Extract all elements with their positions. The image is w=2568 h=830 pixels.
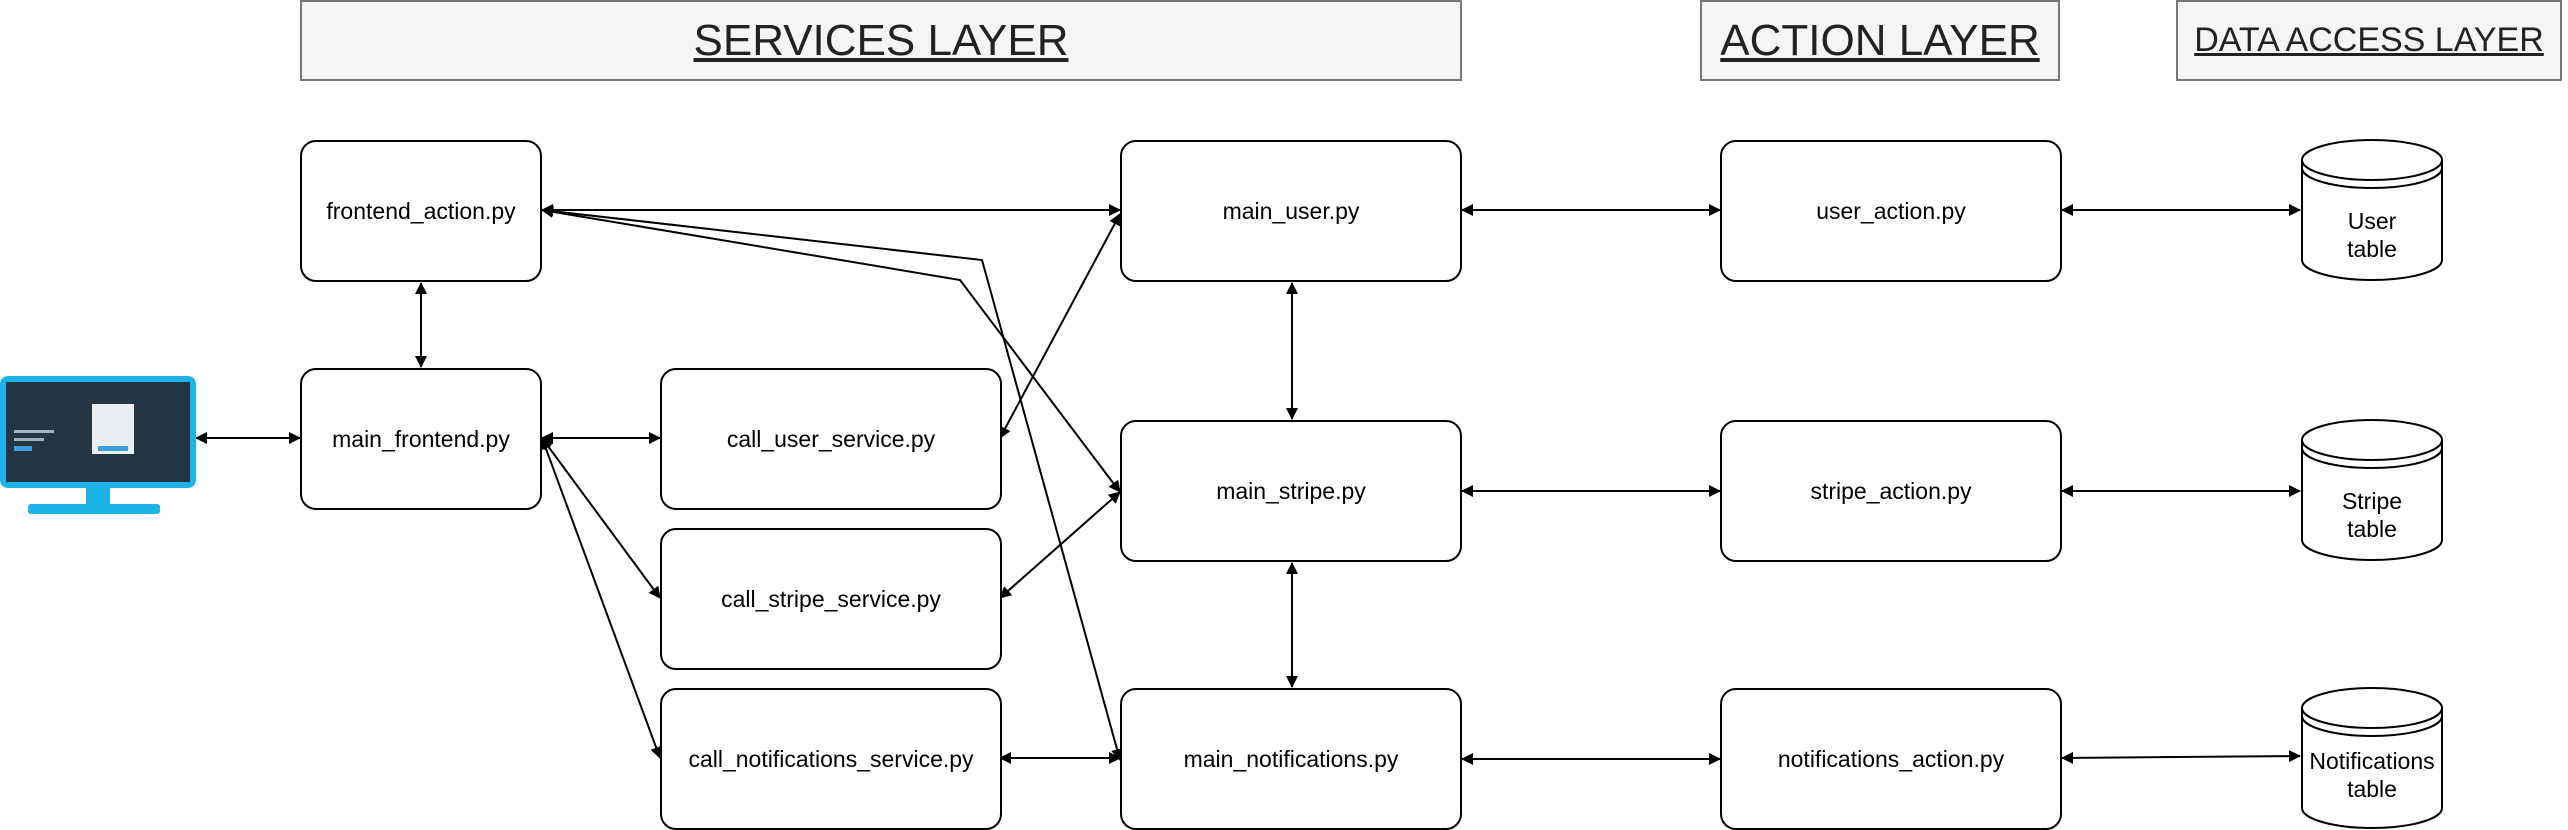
user-table-label: User table	[2302, 207, 2442, 263]
node-call-user-service: call_user_service.py	[660, 368, 1002, 510]
node-call-notifications-service: call_notifications_service.py	[660, 688, 1002, 830]
data-access-layer-header: DATA ACCESS LAYER	[2176, 0, 2562, 81]
stripe-table-db-icon	[2301, 419, 2443, 561]
edge-main-frontend-call-notifications	[540, 437, 662, 759]
node-stripe-action: stripe_action.py	[1720, 420, 2062, 562]
stripe-table-label: Stripe table	[2302, 487, 2442, 543]
user-table-line2: table	[2347, 236, 2397, 262]
services-layer-title: SERVICES LAYER	[693, 15, 1069, 65]
stripe-table-line2: table	[2347, 516, 2397, 542]
action-layer-title: ACTION LAYER	[1720, 15, 2040, 65]
node-frontend-action: frontend_action.py	[300, 140, 542, 282]
node-user-action: user_action.py	[1720, 140, 2062, 282]
connectors	[195, 204, 2301, 765]
edge-call-stripe-main-stripe	[999, 491, 1121, 599]
node-main-frontend: main_frontend.py	[300, 368, 542, 510]
node-main-notifications: main_notifications.py	[1120, 688, 1462, 830]
services-layer-header: SERVICES LAYER	[300, 0, 1462, 81]
node-main-stripe: main_stripe.py	[1120, 420, 1462, 562]
action-layer-header: ACTION LAYER	[1700, 0, 2060, 81]
notifications-table-line2: table	[2347, 776, 2397, 802]
user-table-line1: User	[2347, 208, 2397, 234]
notifications-table-label: Notifications table	[2296, 747, 2448, 803]
edge-main-frontend-call-stripe	[541, 437, 661, 599]
stripe-table-line1: Stripe	[2341, 488, 2403, 514]
monitor-icon	[0, 376, 196, 514]
node-call-stripe-service: call_stripe_service.py	[660, 528, 1002, 670]
node-notifications-action: notifications_action.py	[1720, 688, 2062, 830]
user-table-db-icon	[2301, 139, 2443, 281]
data-access-layer-title: DATA ACCESS LAYER	[2194, 21, 2544, 59]
edge-notifications-action-notifications-table	[2061, 750, 2301, 764]
notifications-table-line1: Notifications	[2309, 748, 2435, 774]
node-main-user: main_user.py	[1120, 140, 1462, 282]
edge-call-user-main-user	[999, 213, 1121, 439]
notifications-table-db-icon	[2301, 687, 2443, 829]
